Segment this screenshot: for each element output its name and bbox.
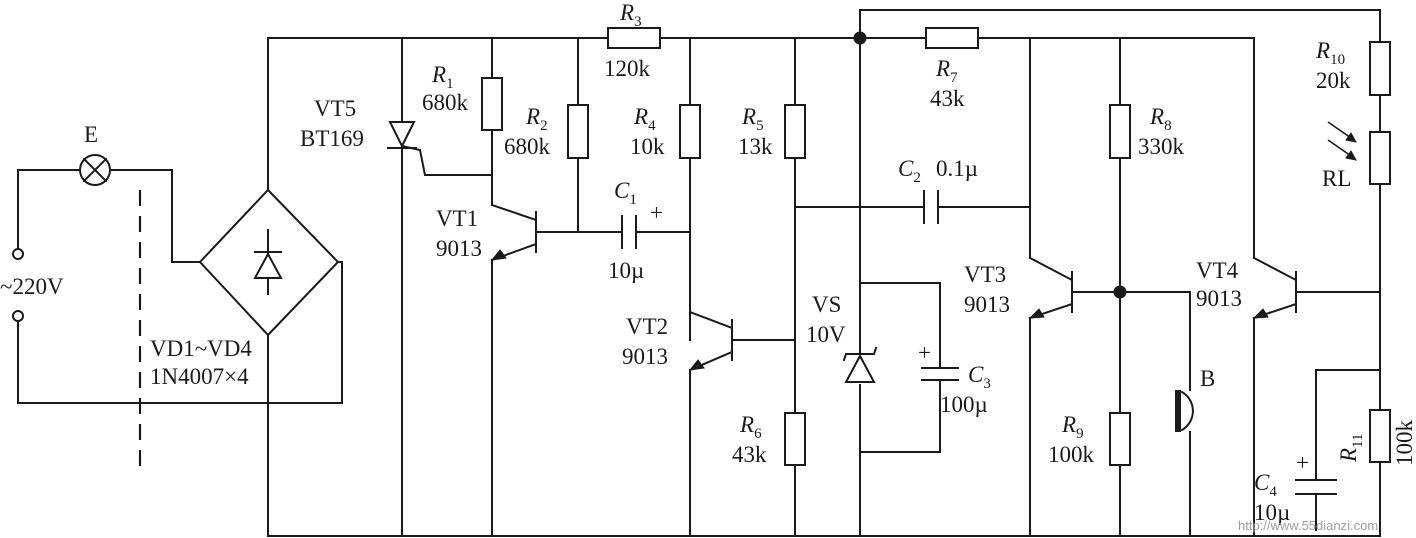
label-c1-plus: + <box>650 200 663 225</box>
label-vt3-part: 9013 <box>964 292 1010 317</box>
resistor-r3 <box>607 27 661 49</box>
thyristor-vt5 <box>387 121 422 152</box>
label-lamp: E <box>84 122 98 147</box>
label-vt2-part: 9013 <box>622 344 668 369</box>
transistor-vt1 <box>490 203 538 262</box>
zener-diode-vs <box>842 346 878 383</box>
label-r7: R7 <box>935 56 958 86</box>
resistor-r9 <box>1109 412 1131 466</box>
label-vt5-name: VT5 <box>314 96 356 121</box>
label-vt1-part: 9013 <box>436 236 482 261</box>
resistor-r5 <box>784 104 806 159</box>
label-bridge-name: VD1~VD4 <box>150 336 252 361</box>
transistor-vt4 <box>1252 256 1298 320</box>
label-vt2-name: VT2 <box>626 314 668 339</box>
label-vt5-part: BT169 <box>300 126 364 151</box>
label-vs-name: VS <box>812 292 841 317</box>
label-mic: B <box>1200 366 1215 391</box>
label-r6-value: 43k <box>732 442 767 467</box>
label-c4-value: 10µ <box>1254 500 1290 525</box>
label-c3-value: 100µ <box>940 392 988 417</box>
label-c2: C2 <box>898 156 921 186</box>
resistor-r10 <box>1369 41 1391 96</box>
label-r7-value: 43k <box>930 86 965 111</box>
label-r5-value: 13k <box>738 134 773 159</box>
label-r9: R9 <box>1061 412 1084 442</box>
label-vt4-name: VT4 <box>1196 258 1239 283</box>
label-r10-value: 20k <box>1316 68 1351 93</box>
label-r5: R5 <box>741 104 764 134</box>
junction-dot <box>853 31 867 45</box>
label-c3: C3 <box>968 362 991 392</box>
capacitor-c1 <box>621 215 637 249</box>
label-r6: R6 <box>739 412 762 442</box>
mains-terminal-bottom <box>12 310 24 322</box>
label-rl: RL <box>1322 166 1351 191</box>
label-r4-value: 10k <box>630 134 665 159</box>
label-vt3-name: VT3 <box>964 262 1006 287</box>
label-bridge-part: 1N4007×4 <box>150 364 249 389</box>
light-arrows-icon <box>1327 121 1357 161</box>
label-c1-value: 10µ <box>608 258 644 283</box>
resistor-r11 <box>1369 409 1391 463</box>
label-r2-value: 680k <box>504 134 551 159</box>
capacitor-c4 <box>1295 479 1337 495</box>
junction-dot <box>1113 285 1127 299</box>
label-r4: R4 <box>633 104 656 134</box>
capacitor-c3 <box>921 367 959 381</box>
label-r3: R3 <box>619 0 642 30</box>
watermark: http://www.55dianzi.com <box>1238 518 1378 533</box>
resistor-r8 <box>1109 104 1131 159</box>
label-c4: C4 <box>1254 470 1277 500</box>
bridge-rectifier <box>198 188 340 337</box>
label-r1: R1 <box>431 62 454 92</box>
mains-terminal-top <box>12 248 24 260</box>
microphone-b <box>1175 390 1194 432</box>
label-c2-value: 0.1µ <box>936 156 978 181</box>
label-r2: R2 <box>525 104 548 134</box>
label-mains: ~220V <box>0 274 64 299</box>
resistor-r2 <box>567 104 589 159</box>
label-c3-plus: + <box>918 340 931 365</box>
label-r8-value: 330k <box>1138 134 1185 159</box>
label-c4-plus: + <box>1296 450 1309 475</box>
resistor-r7 <box>925 27 979 49</box>
label-c1: C1 <box>614 178 637 208</box>
label-vt4-part: 9013 <box>1196 286 1242 311</box>
transistor-vt2 <box>688 310 734 372</box>
label-r11: R11 <box>1336 433 1366 463</box>
label-r9-value: 100k <box>1048 442 1095 467</box>
label-vt1-name: VT1 <box>436 206 478 231</box>
resistor-r1 <box>481 77 503 131</box>
resistor-r4 <box>679 104 701 159</box>
label-vs-value: 10V <box>806 322 846 347</box>
label-r3-value: 120k <box>604 56 651 81</box>
label-r8: R8 <box>1149 104 1172 134</box>
label-r10: R10 <box>1315 38 1345 68</box>
label-r11-value: 100k <box>1392 420 1416 467</box>
capacitor-c2 <box>923 190 939 224</box>
wires <box>17 9 1381 537</box>
resistor-r6 <box>784 412 806 466</box>
transistor-vt3 <box>1028 256 1074 320</box>
lamp-e <box>79 154 111 186</box>
photoresistor-rl <box>1369 131 1391 185</box>
label-r1-value: 680k <box>422 90 469 115</box>
